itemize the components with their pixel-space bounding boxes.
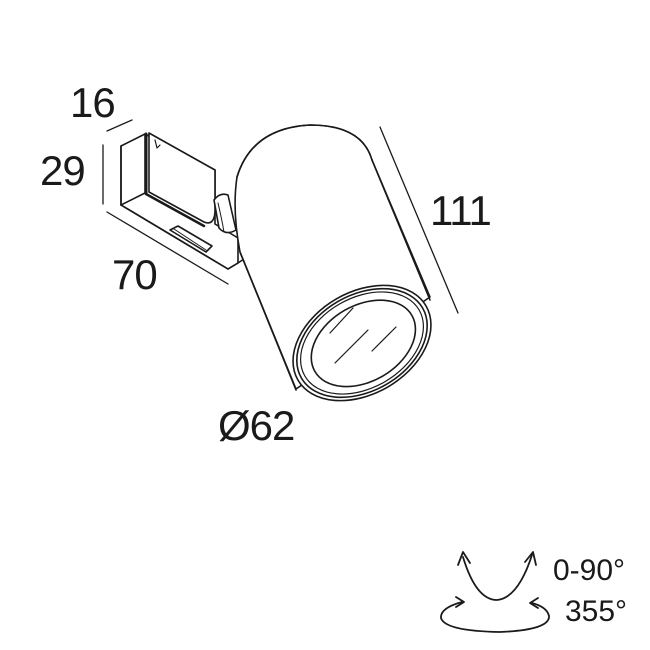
pan-range-label: 355° <box>565 595 628 628</box>
dimension-label-body-length: 111 <box>430 187 492 234</box>
dimension-label-adapter-height: 29 <box>40 147 86 194</box>
lens-front <box>292 284 432 402</box>
tilt-range-label: 0-90° <box>553 554 626 587</box>
pan-rotation-arrow-icon <box>440 596 550 633</box>
dimension-label-adapter-length: 70 <box>112 251 158 298</box>
dimension-label-body-diameter: Ø62 <box>218 402 295 449</box>
lens-glare <box>329 307 397 364</box>
dimension-lines <box>102 119 459 314</box>
tilt-arrow-icon <box>457 551 537 601</box>
dimension-label-adapter-depth: 16 <box>70 79 116 126</box>
track-adapter <box>120 132 251 270</box>
